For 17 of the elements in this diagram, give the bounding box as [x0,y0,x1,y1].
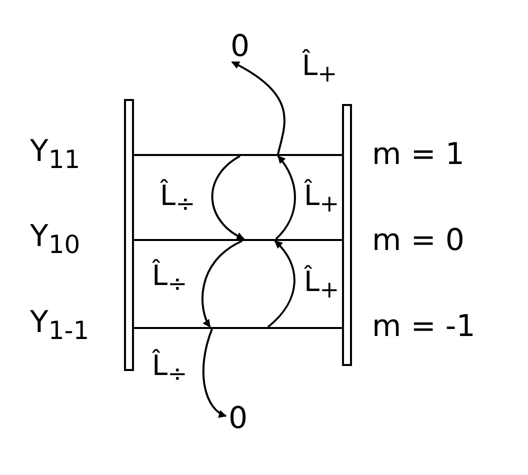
level-line [133,154,343,156]
level-line [133,327,343,329]
state-label: Y$_{11}$ [30,137,80,172]
state-label: 0 [228,401,248,436]
quantum-number-label: m = 0 [372,226,465,256]
state-label: 0 [230,29,250,64]
arrow [267,240,296,328]
arrow [202,328,227,417]
level-line [133,239,343,241]
quantum-number-label: m = -1 [372,312,476,342]
quantum-number-label: m = 1 [372,140,465,170]
arrow [211,155,245,240]
arrow [202,240,242,328]
arrow [231,61,286,154]
state-label: Y$_{10}$ [30,222,80,257]
arrow [275,155,296,240]
state-label: Y$_{1-1}$ [30,308,90,343]
